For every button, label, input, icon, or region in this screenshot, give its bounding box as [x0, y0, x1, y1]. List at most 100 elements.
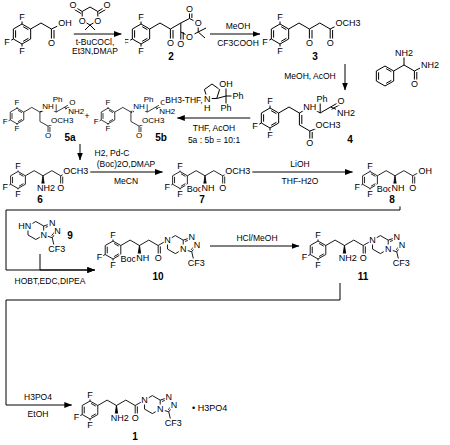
- compound-1-structure: [80, 396, 174, 422]
- compound-number: 11: [357, 272, 370, 282]
- atom-label: O: [154, 254, 163, 263]
- atom-label: O: [166, 39, 175, 48]
- reaction-arrow: [90, 172, 162, 173]
- atom-label: NH2: [394, 49, 414, 58]
- atom-label: OCH3: [62, 166, 89, 175]
- atom-label: Ph: [315, 95, 328, 104]
- atom-label: O: [176, 40, 185, 49]
- atom-label: F: [301, 253, 309, 262]
- compound: FFFNH2ONNNNCF3• H3PO41: [72, 384, 232, 443]
- atom-label: O: [359, 254, 368, 263]
- atom-label: F: [96, 253, 104, 262]
- atom-label: F: [176, 161, 184, 170]
- atom-label: O: [68, 1, 77, 10]
- atom-label: F: [93, 118, 100, 126]
- atom-label: CF3: [187, 258, 206, 267]
- atom-label: O: [131, 414, 140, 423]
- atom-label: CF3: [164, 418, 183, 427]
- compound-3-structure: [269, 21, 343, 47]
- atom-label: O: [336, 97, 345, 106]
- compound-number: 4: [346, 135, 354, 145]
- atom-label: F: [314, 230, 322, 239]
- atom-label: OH: [418, 166, 434, 175]
- atom-label: F: [2, 182, 10, 191]
- atom-label: F: [2, 118, 9, 126]
- compound-11-structure: [308, 236, 402, 262]
- atom-label: F: [164, 182, 172, 191]
- atom-label: OCH3: [334, 19, 361, 28]
- compound-number: 6: [36, 195, 44, 205]
- atom-label: NH2: [158, 108, 176, 116]
- compound: FFFNHPhONH2OOCH34: [250, 90, 362, 149]
- compound: NHPhPhOH: [198, 78, 246, 114]
- atom-label: O: [56, 183, 65, 192]
- compound-10-structure: [103, 236, 197, 262]
- atom-label: Ph: [143, 96, 155, 104]
- atom-label: N: [203, 94, 212, 103]
- reagent-label: MeOH: [225, 22, 252, 31]
- atom-label: F: [366, 161, 374, 170]
- compound: FFFNH2OOCH36: [1, 160, 91, 206]
- reagent-label: MeCN: [113, 177, 139, 186]
- reaction-arrow: [6, 283, 340, 405]
- atom-label: F: [251, 122, 259, 131]
- compound-5a-structure: [8, 103, 75, 135]
- atom-label: F: [14, 99, 21, 107]
- atom-label: N: [53, 226, 62, 235]
- reagent-label: (Boc)2O,DMAP: [96, 160, 157, 169]
- reaction-arrow: [210, 246, 299, 247]
- atom-label: H: [203, 103, 212, 112]
- atom-label: OCH3: [141, 117, 165, 125]
- atom-label: F: [18, 13, 26, 22]
- atom-label: F: [18, 47, 26, 56]
- compound-number: 2: [167, 52, 175, 62]
- atom-label: F: [276, 13, 284, 22]
- atom-label: NH: [41, 103, 55, 111]
- reaction-arrow: [210, 34, 260, 35]
- atom-label: O: [68, 99, 76, 107]
- atom-label: N: [384, 245, 393, 254]
- atom-label: OH: [218, 80, 234, 89]
- atom-label: F: [266, 131, 274, 140]
- atom-label: F: [276, 47, 284, 56]
- atom-label: F: [3, 38, 11, 47]
- reagent-label: MeOH, AcOH: [283, 72, 336, 81]
- atom-label: O: [218, 183, 227, 192]
- compound-4-structure: [259, 101, 346, 142]
- reagent-label: HOBT,EDC,DIPEA: [14, 277, 87, 286]
- atom-label: NH2: [336, 109, 356, 118]
- atom-label: O: [185, 32, 194, 41]
- reagent-label: EtOH: [27, 410, 50, 419]
- compound: FFFNH2ONNNNCF311: [299, 224, 417, 283]
- atom-label: F: [366, 190, 374, 199]
- compound: FFFBocNHOOCH37: [163, 160, 253, 206]
- compound-5b-structure: [99, 103, 166, 135]
- atom-label: NH: [391, 183, 406, 192]
- compound-number: 9: [66, 231, 74, 241]
- atom-label: F: [105, 99, 112, 107]
- reaction-arrow: [177, 118, 250, 119]
- compound: HNNNNCF39: [14, 214, 75, 254]
- reaction-arrow: [40, 254, 95, 270]
- atom-label: OCH3: [50, 117, 74, 125]
- compound-number: 8: [388, 195, 396, 205]
- atom-label: F: [86, 390, 94, 399]
- atom-label: OH: [57, 19, 73, 28]
- compound: NH2ONH2: [380, 46, 442, 90]
- reagent-label: 5a : 5b = 10:1: [187, 136, 241, 145]
- reaction-arrow: [252, 172, 352, 173]
- atom-label: NH: [132, 103, 146, 111]
- atom-label: NH2: [420, 61, 440, 70]
- atom-label: N: [39, 231, 48, 240]
- atom-label: F: [266, 97, 274, 106]
- compound-2-structure: [130, 9, 207, 47]
- atom-label: N: [140, 396, 149, 405]
- atom-label: NH: [201, 183, 216, 192]
- atom-label: O: [44, 132, 52, 140]
- atom-label: NH2: [110, 414, 130, 423]
- atom-label: F: [14, 190, 22, 199]
- atom-label: O: [47, 39, 56, 48]
- atom-label: HN: [17, 222, 32, 231]
